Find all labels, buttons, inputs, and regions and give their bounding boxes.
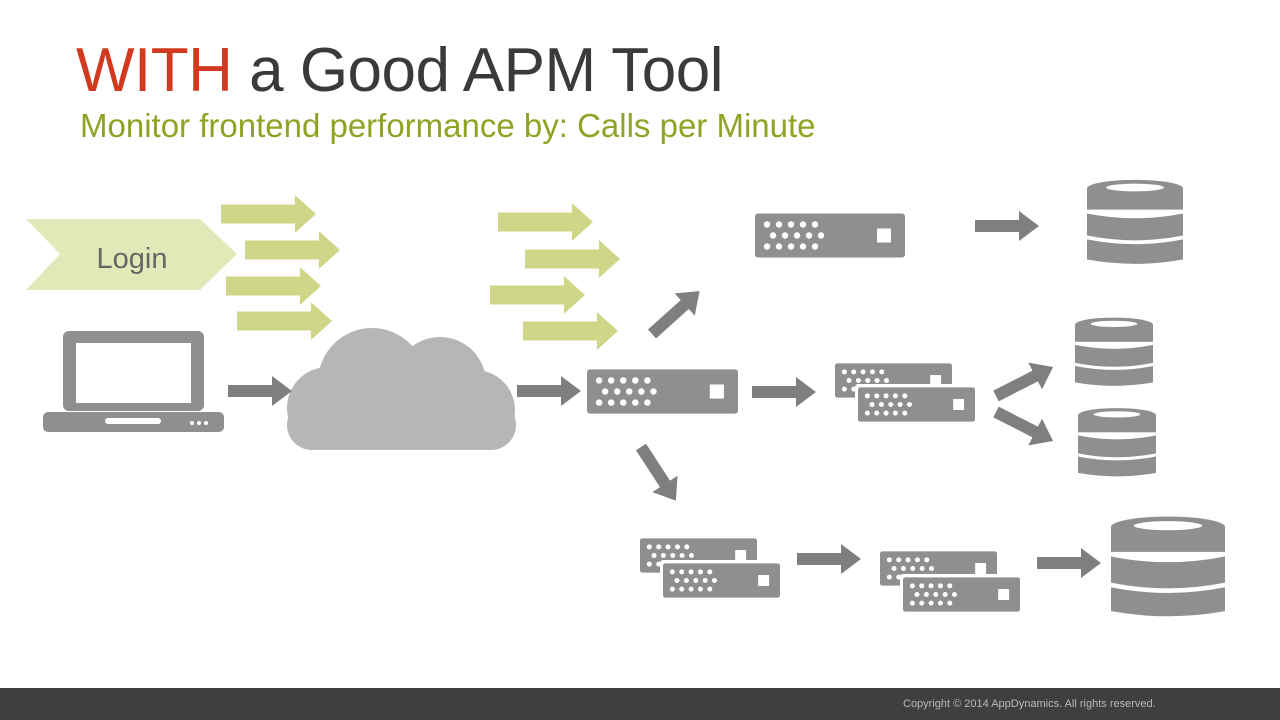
database-icon [1078, 408, 1156, 477]
database-icon [1111, 516, 1225, 617]
server-icon [755, 213, 905, 258]
app-server-icon [587, 369, 738, 414]
laptop-icon [43, 331, 224, 432]
flow-arrow-icon [628, 438, 689, 509]
login-tag: Login [26, 219, 237, 290]
request-arrow-icon [523, 312, 618, 350]
flow-arrow-icon [517, 376, 581, 406]
request-arrow-icon [490, 276, 585, 314]
cloud-icon [287, 328, 516, 450]
flow-arrow-icon [975, 211, 1039, 241]
request-arrow-icon [245, 231, 340, 269]
flow-arrow-icon [1037, 548, 1101, 578]
slide-title: WITH a Good APM Tool [76, 40, 723, 102]
flow-arrow-icon [752, 377, 816, 407]
request-arrow-icon [498, 203, 593, 241]
server-cluster-icon [880, 551, 1023, 614]
flow-arrow-icon [228, 376, 292, 406]
title-highlight: WITH [76, 36, 233, 105]
database-icon [1087, 179, 1183, 264]
request-arrow-icon [226, 267, 321, 305]
slide-subtitle: Monitor frontend performance by: Calls p… [80, 107, 816, 144]
title-rest: a Good APM Tool [232, 36, 723, 105]
login-label: Login [97, 243, 168, 275]
request-arrow-icon [525, 240, 620, 278]
flow-arrow-icon [989, 398, 1060, 455]
copyright-text: Copyright © 2014 AppDynamics. All rights… [903, 698, 1156, 710]
database-icon [1075, 317, 1153, 386]
footer-bar: Copyright © 2014 AppDynamics. All rights… [0, 688, 1280, 720]
request-arrow-icon [237, 302, 332, 340]
request-arrow-icon [221, 195, 316, 233]
flow-arrow-icon [797, 544, 861, 574]
server-cluster-icon [640, 538, 783, 600]
flow-arrow-icon [989, 353, 1060, 410]
flow-arrow-icon [641, 280, 710, 346]
architecture-diagram: Login [26, 179, 1225, 617]
server-cluster-icon [835, 363, 977, 424]
